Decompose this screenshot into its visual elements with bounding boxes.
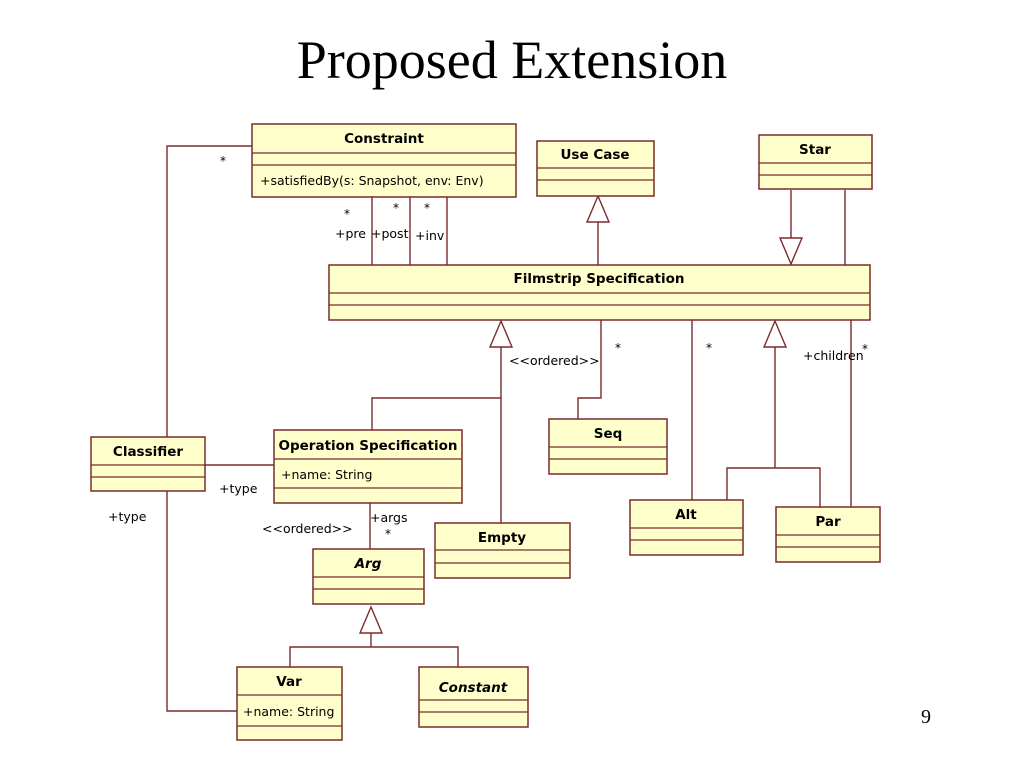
children-role-label: +children — [803, 348, 864, 363]
class-arg[interactable]: Arg — [312, 548, 425, 605]
class-constant[interactable]: Constant — [418, 666, 529, 728]
class-star[interactable]: Star — [758, 134, 873, 190]
filmstrip-opspec-generalization-arrowhead — [488, 319, 514, 348]
class-use-case[interactable]: Use Case — [536, 140, 655, 197]
class-par[interactable]: Par — [775, 506, 881, 563]
class-alt[interactable]: Alt — [629, 499, 744, 556]
opspec-type-role-label: +type — [219, 481, 258, 496]
class-name: Operation Specification — [279, 438, 458, 454]
class-name: Arg — [354, 556, 382, 572]
post-role-label: +post — [371, 226, 409, 241]
class-name: Alt — [675, 507, 697, 523]
class-name: Var — [276, 674, 302, 690]
constraint-classifier-multiplicity: * — [220, 154, 226, 168]
filmstrip-alt-par-generalization-arrowhead — [762, 319, 788, 348]
class-name: Empty — [478, 530, 526, 546]
seq-multiplicity: * — [615, 341, 621, 355]
class-seq[interactable]: Seq — [548, 418, 668, 475]
constraint-classifier-association — [166, 145, 252, 437]
usecase-generalization-arrowhead — [585, 194, 611, 223]
class-name: Constraint — [344, 131, 424, 147]
class-classifier[interactable]: Classifier — [90, 436, 206, 492]
var-classifier-type-association — [166, 491, 237, 712]
star-generalization-arrowhead — [778, 237, 804, 266]
pre-role-label: +pre — [335, 226, 366, 241]
arg-generalization-arrowhead — [358, 605, 384, 634]
inv-multiplicity: * — [424, 201, 430, 215]
filmstrip-seq-association — [577, 320, 602, 419]
post-multiplicity: * — [393, 201, 399, 215]
alt-par-generalization-branch — [726, 467, 821, 507]
class-name: Use Case — [560, 147, 629, 163]
operation-satisfiedby: +satisfiedBy(s: Snapshot, env: Env) — [260, 173, 484, 188]
class-operation-specification[interactable]: Operation Specification +name: String — [273, 429, 463, 504]
inv-role-label: +inv — [415, 228, 445, 243]
ordered-args-label: <<ordered>> — [262, 521, 353, 536]
attribute-name: +name: String — [281, 467, 372, 482]
arg-generalization-branch — [289, 646, 459, 667]
class-name: Seq — [594, 426, 623, 442]
var-type-role-label: +type — [108, 509, 147, 524]
class-name: Star — [799, 142, 831, 158]
class-name: Filmstrip Specification — [514, 271, 685, 287]
pre-multiplicity: * — [344, 207, 350, 221]
class-name: Par — [815, 514, 841, 530]
attribute-name: +name: String — [243, 704, 334, 719]
args-multiplicity: * — [385, 527, 391, 541]
class-filmstrip-specification[interactable]: Filmstrip Specification — [328, 264, 871, 321]
class-empty[interactable]: Empty — [434, 522, 571, 579]
alt-multiplicity: * — [706, 341, 712, 355]
children-multiplicity: * — [862, 342, 868, 356]
class-constraint[interactable]: Constraint +satisfiedBy(s: Snapshot, env… — [251, 123, 517, 198]
class-name: Constant — [439, 680, 508, 696]
slide-title: Proposed Extension — [296, 30, 728, 90]
page-number: 9 — [921, 706, 931, 728]
args-role-label: +args — [370, 510, 408, 525]
opspec-generalization-branch — [371, 397, 501, 430]
class-var[interactable]: Var +name: String — [236, 666, 343, 741]
class-name: Classifier — [113, 444, 184, 460]
ordered-steps-label: <<ordered>> — [509, 353, 600, 368]
